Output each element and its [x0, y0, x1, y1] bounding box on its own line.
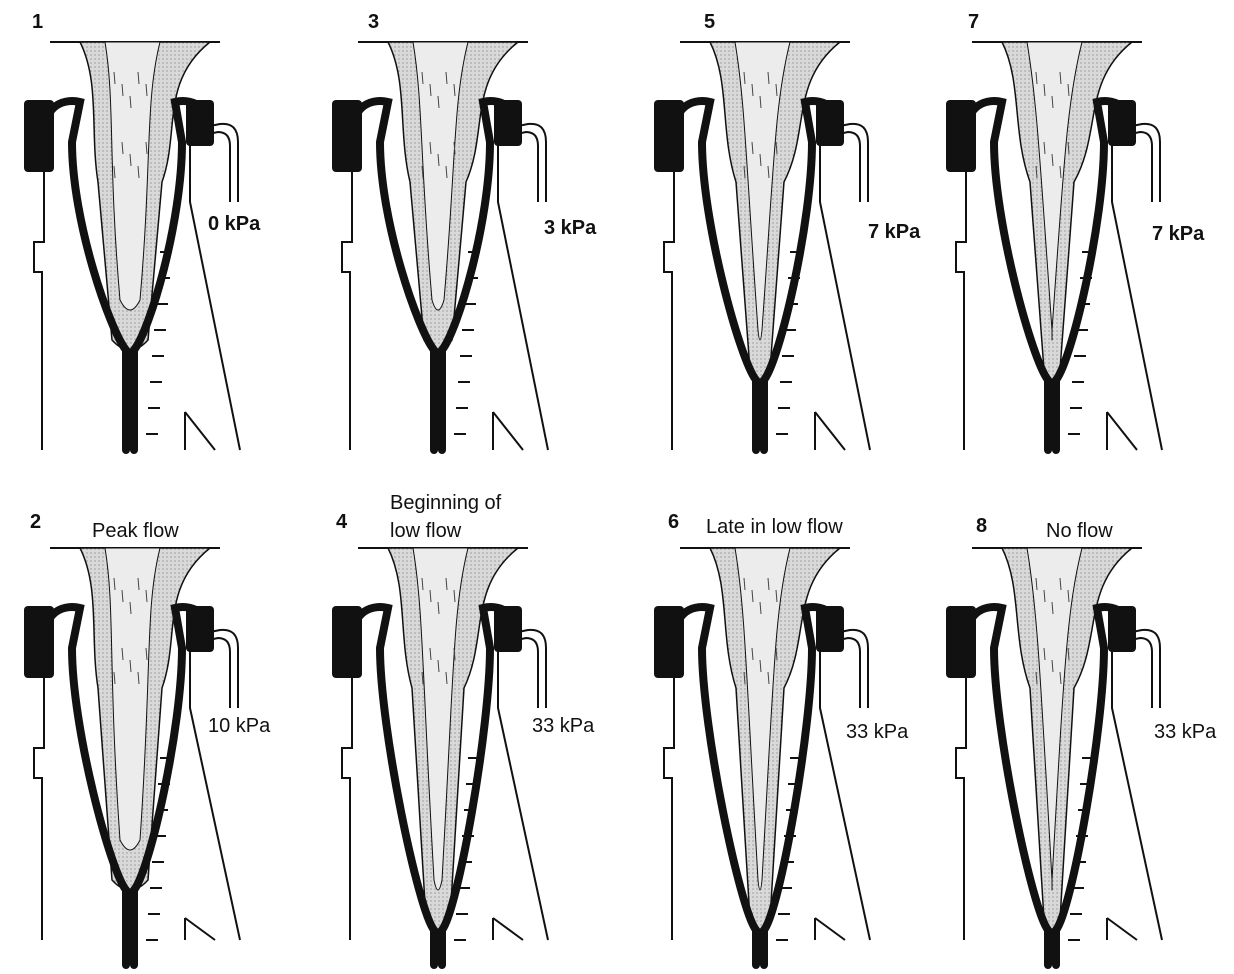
liner-mouthpiece-left	[332, 606, 362, 678]
liner-mouthpiece-right	[186, 606, 214, 652]
panel-number: 5	[704, 12, 715, 32]
panel-6: 6 Late in low flow 33 kPa	[640, 500, 940, 970]
teatcup-diagram-5	[640, 10, 940, 480]
liner-mouthpiece-right	[1108, 606, 1136, 652]
claw-outline	[815, 918, 845, 940]
panel-number: 2	[30, 512, 41, 532]
shell-left	[342, 678, 352, 940]
vacuum-pressure-label: 10 kPa	[208, 716, 270, 736]
claw-outline	[493, 918, 523, 940]
shell-right	[498, 648, 548, 940]
shell-right	[820, 142, 870, 450]
shell-right	[498, 142, 548, 450]
panel-number: 1	[32, 12, 43, 32]
claw-outline	[493, 412, 523, 450]
shell-left	[956, 678, 966, 940]
panel-4: 4 Beginning of low flow 33 kPa	[318, 500, 618, 970]
liner-mouthpiece-left	[946, 606, 976, 678]
shell-left	[342, 172, 352, 450]
vacuum-pressure-label: 0 kPa	[208, 214, 260, 234]
liner-mouthpiece-left	[24, 606, 54, 678]
shell-right	[820, 648, 870, 940]
teatcup-diagram-1	[10, 10, 310, 480]
panel-8: 8 No flow 33 kPa	[932, 500, 1232, 970]
liner-mouthpiece-right	[816, 606, 844, 652]
phase-caption: Peak flow	[92, 520, 179, 542]
liner-mouthpiece-right	[186, 100, 214, 146]
liner-mouthpiece-right	[816, 100, 844, 146]
shell-left	[34, 678, 44, 940]
panel-number: 3	[368, 12, 379, 32]
liner-mouthpiece-left	[654, 606, 684, 678]
panel-number: 4	[336, 512, 347, 532]
claw-outline	[185, 412, 215, 450]
shell-right	[1112, 142, 1162, 450]
phase-caption-line1: Beginning of	[390, 492, 501, 514]
panel-number: 8	[976, 516, 987, 536]
liner-mouthpiece-left	[24, 100, 54, 172]
panel-number: 7	[968, 12, 979, 32]
shell-right	[1112, 648, 1162, 940]
claw-outline	[185, 918, 215, 940]
shell-left	[956, 172, 966, 450]
shell-right	[190, 142, 240, 450]
teatcup-diagram-3	[318, 10, 618, 480]
shell-left	[664, 678, 674, 940]
liner-mouthpiece-right	[494, 606, 522, 652]
liner-mouthpiece-left	[332, 100, 362, 172]
liner-mouthpiece-right	[494, 100, 522, 146]
panel-3: 3 3 kPa	[318, 10, 618, 480]
phase-caption: No flow	[1046, 520, 1113, 542]
vacuum-pressure-label: 33 kPa	[532, 716, 594, 736]
panel-7: 7 7 kPa	[932, 10, 1232, 480]
phase-caption-line2: low flow	[390, 520, 461, 542]
claw-outline	[815, 412, 845, 450]
teatcup-diagram-7	[932, 10, 1232, 480]
panel-number: 6	[668, 512, 679, 532]
panel-5: 5 7 kPa	[640, 10, 940, 480]
vacuum-pressure-label: 33 kPa	[1154, 722, 1216, 742]
vacuum-pressure-label: 7 kPa	[868, 222, 920, 242]
claw-outline	[1107, 918, 1137, 940]
vacuum-pressure-label: 7 kPa	[1152, 224, 1204, 244]
vacuum-pressure-label: 3 kPa	[544, 218, 596, 238]
shell-right	[190, 648, 240, 940]
vacuum-pressure-label: 33 kPa	[846, 722, 908, 742]
claw-outline	[1107, 412, 1137, 450]
liner-mouthpiece-left	[654, 100, 684, 172]
shell-left	[34, 172, 44, 450]
phase-caption: Late in low flow	[706, 516, 843, 538]
panel-1: 1 0 kPa	[10, 10, 310, 480]
liner-mouthpiece-left	[946, 100, 976, 172]
panel-2: 2 Peak flow 10 kPa	[10, 500, 310, 970]
liner-mouthpiece-right	[1108, 100, 1136, 146]
shell-left	[664, 172, 674, 450]
